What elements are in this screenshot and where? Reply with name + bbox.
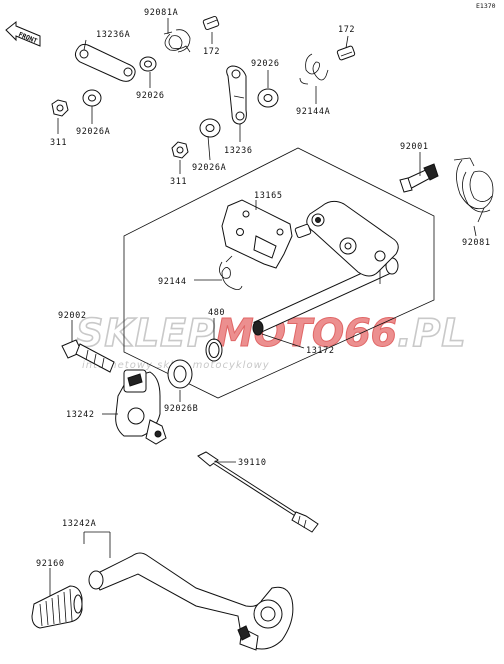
label-13236: 13236 — [224, 146, 253, 156]
label-92002: 92002 — [58, 311, 87, 321]
label-92026-a: 92026 — [136, 91, 165, 101]
front-arrow-icon: FRONT — [5, 20, 41, 47]
washer-92026-b — [257, 88, 279, 108]
spring-92144A — [299, 53, 329, 85]
diagram-code: E1370 — [476, 2, 496, 10]
shift-rod-39110 — [197, 451, 319, 533]
assembly-frame — [123, 147, 435, 399]
label-92001: 92001 — [400, 142, 429, 152]
pedal-rubber-92160 — [31, 585, 83, 629]
label-13242: 13242 — [66, 410, 95, 420]
label-92026B: 92026B — [164, 404, 198, 414]
shift-arm-13236 — [226, 65, 247, 125]
washer-92026-a — [139, 56, 157, 72]
pin-172-b — [336, 45, 356, 61]
shift-plate — [294, 200, 399, 277]
spring-92081 — [453, 157, 494, 223]
label-92026A-b: 92026A — [192, 163, 226, 173]
nut-311-a — [51, 99, 69, 117]
label-480: 480 — [208, 308, 225, 318]
nut-311-b — [171, 141, 189, 159]
label-92081A: 92081A — [144, 8, 178, 18]
spring-92144 — [219, 255, 243, 290]
label-13172: 13172 — [306, 346, 335, 356]
oil-seal-92026B — [167, 359, 193, 389]
label-13242A: 13242A — [62, 519, 96, 529]
shift-pedal-13242A — [88, 552, 294, 651]
label-92081: 92081 — [462, 238, 491, 248]
label-172-b: 172 — [338, 25, 355, 35]
circlip-480 — [205, 338, 223, 362]
shift-lever-clamp-13242 — [115, 369, 167, 445]
washer-92026A-b — [199, 118, 221, 138]
washer-92026A-a — [82, 89, 102, 107]
label-13236A: 13236A — [96, 30, 130, 40]
label-92160: 92160 — [36, 559, 65, 569]
label-92144A: 92144A — [296, 107, 330, 117]
label-92144: 92144 — [158, 277, 187, 287]
pin-172-a — [202, 15, 220, 31]
label-172-a: 172 — [203, 47, 220, 57]
shift-arm-13236A — [74, 43, 136, 82]
label-311-b: 311 — [170, 177, 187, 187]
bolt-92001 — [399, 163, 439, 193]
label-13165: 13165 — [254, 191, 283, 201]
label-92026-b: 92026 — [251, 59, 280, 69]
leader-lines — [49, 18, 477, 596]
watermark-brand: SKLEPMOTO66.PL — [76, 311, 467, 355]
front-label: FRONT — [17, 30, 38, 45]
label-92026A-a: 92026A — [76, 127, 110, 137]
bolt-92002 — [61, 339, 115, 373]
label-311-a: 311 — [50, 138, 67, 148]
bracket-13165 — [221, 199, 293, 269]
label-39110: 39110 — [238, 458, 267, 468]
